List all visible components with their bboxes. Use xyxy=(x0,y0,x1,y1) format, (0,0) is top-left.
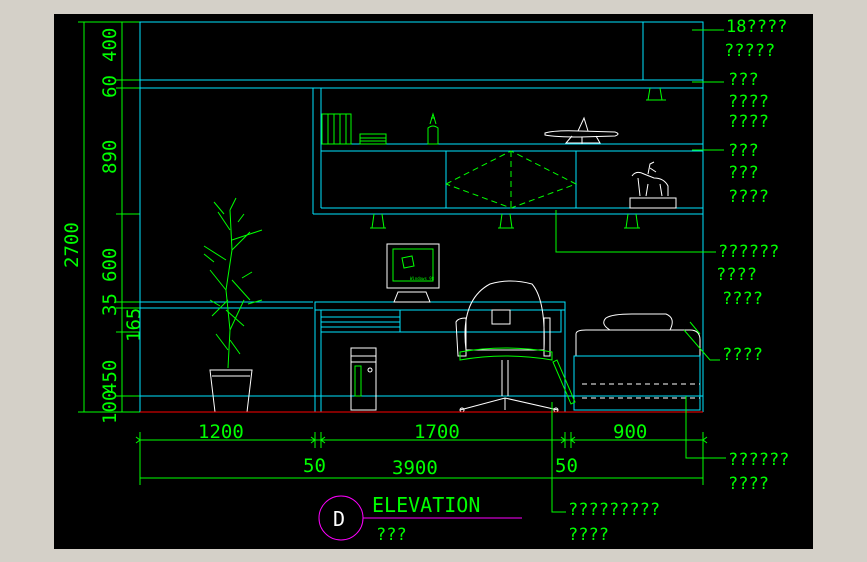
vase xyxy=(427,112,439,145)
dim-890: 890 xyxy=(99,140,121,174)
dim-400: 400 xyxy=(99,28,121,62)
dim-35: 35 xyxy=(99,293,121,316)
callout-6-line1: ?????? xyxy=(728,450,789,470)
callout-2-line1: ??? xyxy=(728,70,759,90)
dim-1700: 1700 xyxy=(414,421,460,443)
slant-panel xyxy=(552,359,576,405)
dim-900: 900 xyxy=(613,421,647,443)
dim-total-height: 2700 xyxy=(61,222,83,268)
vertical-dimension-lines xyxy=(78,21,140,413)
dim-165: 165 xyxy=(123,308,145,342)
airplane-model[interactable] xyxy=(544,116,619,144)
dim-50-left: 50 xyxy=(303,455,326,477)
callout-4-line3: ???? xyxy=(722,289,763,309)
dim-60: 60 xyxy=(99,75,121,98)
callout-1-line2: ????? xyxy=(724,41,775,61)
vertical-dimension-labels: 2700 400 60 890 600 35 165 450 100 xyxy=(61,28,145,424)
dim-3900: 3900 xyxy=(392,457,438,479)
bed[interactable] xyxy=(573,313,701,411)
potted-plant xyxy=(203,197,263,413)
title-label: ELEVATION xyxy=(372,493,480,517)
binders xyxy=(321,113,387,145)
callout-4-line1: ?????? xyxy=(718,242,779,262)
wall-base-line xyxy=(140,301,703,397)
callout-5-line1: ???? xyxy=(722,345,763,365)
dim-100: 100 xyxy=(99,390,121,424)
callout-leaders xyxy=(551,29,726,513)
monitor[interactable] xyxy=(386,243,440,303)
desk[interactable] xyxy=(314,301,566,412)
title-sublabel: ??? xyxy=(376,525,407,545)
horizontal-dimension-lines xyxy=(135,432,708,485)
callout-6-line2: ???? xyxy=(728,474,769,494)
callout-3-line3: ???? xyxy=(728,187,769,207)
callout-4-line2: ???? xyxy=(716,265,757,285)
callout-3-line2: ??? xyxy=(728,163,759,183)
callout-7-line2: ???? xyxy=(568,525,609,545)
horse-statue[interactable] xyxy=(629,161,677,209)
dim-450: 450 xyxy=(99,360,121,394)
horizontal-dimension-labels: 1200 1700 900 50 3900 50 xyxy=(198,421,647,479)
dim-50-right: 50 xyxy=(555,455,578,477)
wall-shelf-unit xyxy=(312,88,703,215)
shelf-brackets xyxy=(370,87,666,229)
pc-tower[interactable] xyxy=(350,347,377,411)
callout-1-line1: 18???? xyxy=(726,17,787,37)
drawing-viewport[interactable]: 2700 400 60 890 600 35 165 450 100 1200 … xyxy=(54,14,813,549)
callout-2-line2: ???? xyxy=(728,92,769,112)
upper-cabinet xyxy=(139,21,704,412)
elevation-drawing: 2700 400 60 890 600 35 165 450 100 1200 … xyxy=(61,17,789,545)
callout-2-line3: ???? xyxy=(728,112,769,132)
callout-7-line1: ????????? xyxy=(568,500,660,520)
dim-600: 600 xyxy=(99,248,121,282)
dim-1200: 1200 xyxy=(198,421,244,443)
callout-labels: 18???? ????? ??? ???? ???? ??? ??? ???? … xyxy=(568,17,789,545)
callout-3-line1: ??? xyxy=(728,141,759,161)
elevation-title: D ELEVATION ??? xyxy=(318,493,522,545)
cabinet-door-swing xyxy=(445,150,578,209)
section-marker-letter: D xyxy=(333,507,345,531)
monitor-screen-text: Windows 98 xyxy=(410,276,435,281)
office-chair[interactable] xyxy=(455,280,559,413)
